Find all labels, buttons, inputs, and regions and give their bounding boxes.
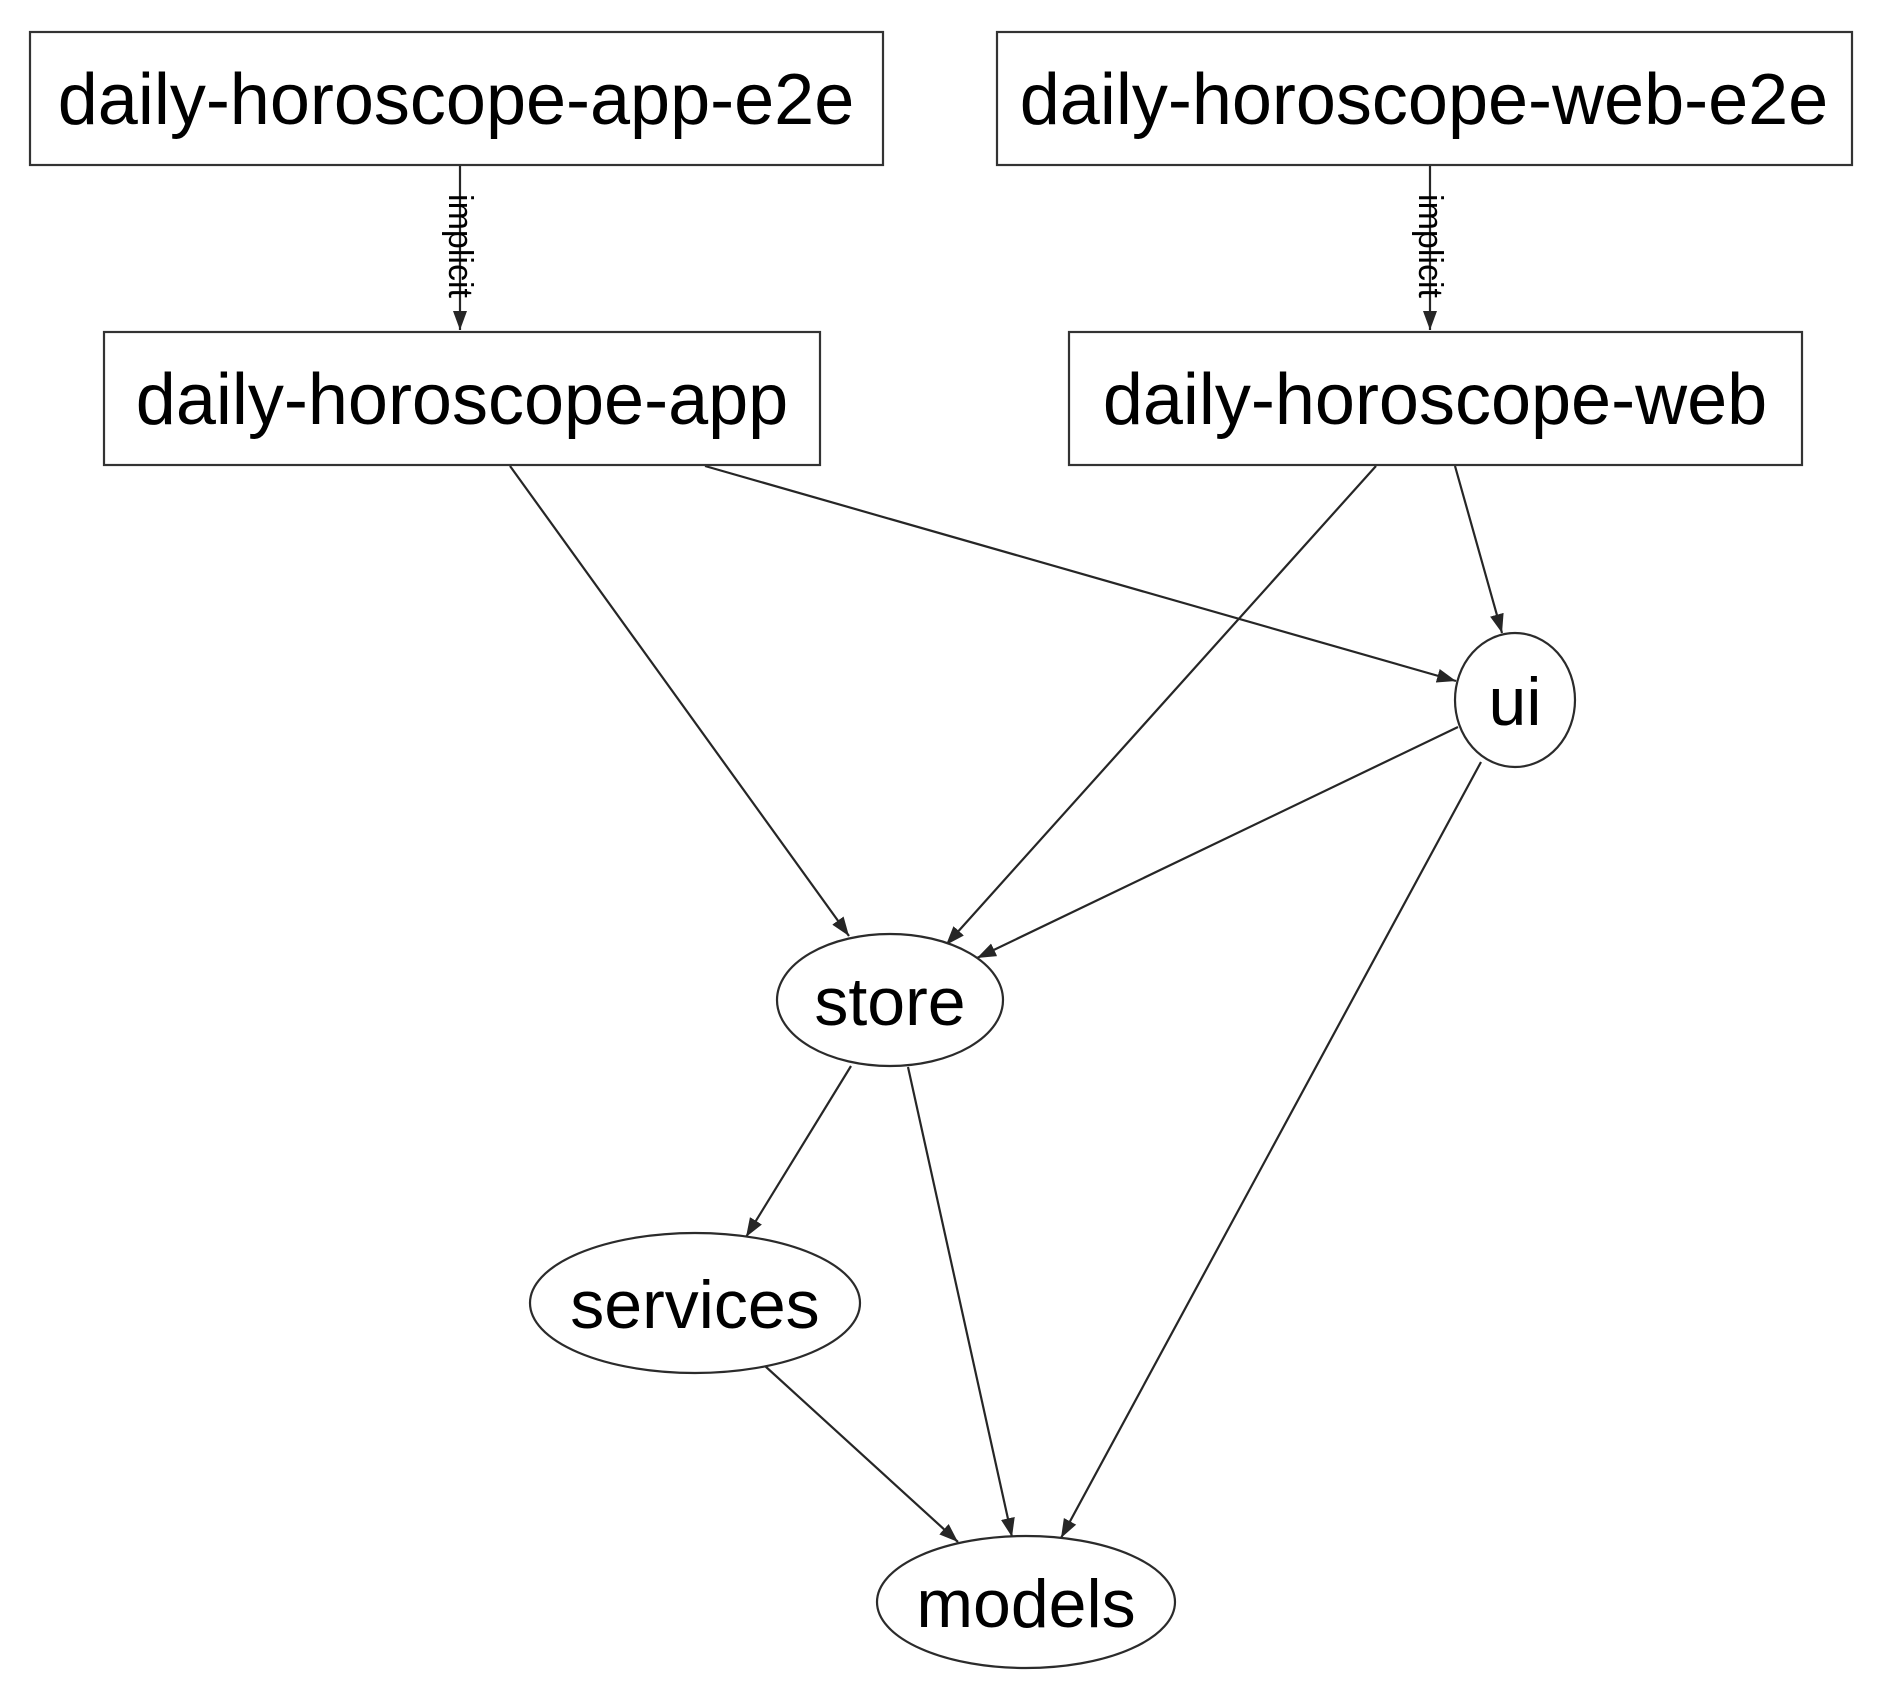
node-label: models — [916, 1566, 1135, 1642]
node-ellipse — [775, 932, 1005, 1068]
node-models[interactable]: models — [875, 1534, 1177, 1670]
node-daily-horoscope-web-e2e[interactable]: daily-horoscope-web-e2e — [995, 30, 1854, 167]
edge-services-to-models — [764, 1365, 959, 1543]
node-daily-horoscope-app-e2e[interactable]: daily-horoscope-app-e2e — [28, 30, 885, 167]
node-ellipse — [528, 1231, 862, 1375]
node-label: daily-horoscope-web — [1103, 360, 1767, 440]
node-label: services — [570, 1267, 819, 1343]
edge-label-implicit-web: implicit — [1411, 194, 1449, 298]
node-label: daily-horoscope-app — [136, 360, 788, 440]
node-label: daily-horoscope-app-e2e — [58, 60, 855, 140]
edge-store-to-models — [906, 1066, 1015, 1538]
edge-ui-to-store — [976, 726, 1459, 959]
node-daily-horoscope-web[interactable]: daily-horoscope-web — [1067, 330, 1804, 467]
edge-ui-to-models — [1060, 761, 1482, 1539]
edge-web-to-ui — [1453, 465, 1504, 634]
node-box — [28, 30, 885, 167]
node-ui[interactable]: ui — [1453, 631, 1577, 769]
node-daily-horoscope-app[interactable]: daily-horoscope-app — [102, 330, 822, 467]
edge-web-to-store — [945, 465, 1377, 946]
edge-label-implicit-app: implicit — [441, 194, 479, 298]
node-ellipse — [875, 1534, 1177, 1670]
node-label: store — [814, 964, 965, 1040]
node-label: ui — [1489, 664, 1542, 740]
edge-labels-layer: implicit implicit — [441, 194, 1449, 298]
node-services[interactable]: services — [528, 1231, 862, 1375]
edges-layer — [453, 166, 1504, 1543]
edge-store-to-services — [745, 1065, 852, 1238]
node-box — [102, 330, 822, 467]
edge-app-to-store — [509, 465, 850, 937]
edge-app-to-ui — [704, 464, 1457, 683]
node-store[interactable]: store — [775, 932, 1005, 1068]
node-label: daily-horoscope-web-e2e — [1020, 60, 1828, 140]
node-ellipse — [1453, 631, 1577, 769]
node-box — [1067, 330, 1804, 467]
node-box — [995, 30, 1854, 167]
